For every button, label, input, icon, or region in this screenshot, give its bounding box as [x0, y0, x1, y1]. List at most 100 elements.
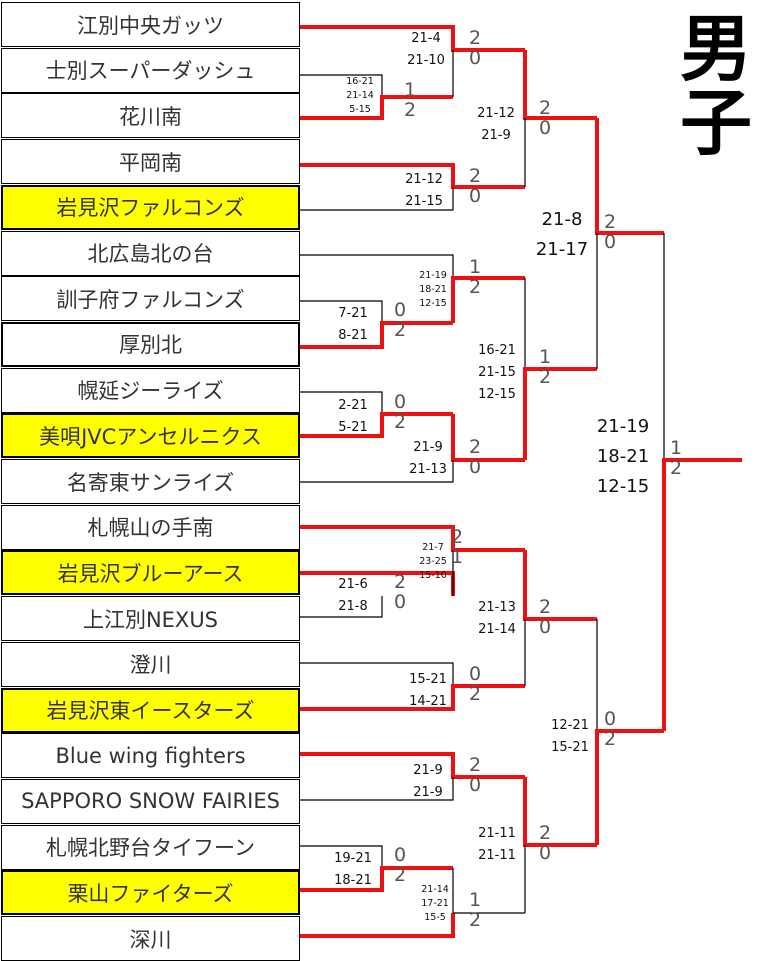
- set-score-r2f-2: 14-21: [409, 694, 447, 709]
- team-name-4: 平岡南: [1, 139, 300, 185]
- loser-path-9: [300, 845, 383, 868]
- set-wins-r2e-2: 1: [450, 546, 464, 568]
- set-wins-r2c-1: 1: [468, 256, 482, 278]
- loser-path-14: [300, 187, 454, 211]
- team-name-8: 厚別北: [1, 321, 300, 367]
- set-score-r1b-1: 7-21: [338, 306, 368, 321]
- set-wins-final-2: 2: [669, 457, 683, 479]
- set-score-r3b-3: 12-15: [478, 387, 516, 402]
- set-wins-r1e-2: 2: [393, 864, 407, 886]
- winner-path-13: [300, 163, 525, 189]
- set-wins-r3d-2: 0: [538, 842, 552, 864]
- set-score-r3b-1: 16-21: [478, 343, 516, 358]
- set-score-r3a-2: 21-9: [481, 128, 511, 143]
- set-score-r1e-2: 18-21: [334, 873, 372, 888]
- set-wins-r2f-2: 2: [468, 683, 482, 705]
- set-wins-r3a-1: 2: [538, 97, 552, 119]
- set-wins-r2b-2: 0: [468, 185, 482, 207]
- team-name-18: SAPPORO SNOW FAIRIES: [1, 778, 300, 824]
- set-wins-r1e-1: 0: [393, 844, 407, 866]
- team-name-14: 上江別NEXUS: [1, 596, 300, 642]
- set-wins-sfb-2: 2: [603, 728, 617, 750]
- set-wins-r3c-1: 2: [538, 596, 552, 618]
- set-wins-r1d-2: 0: [393, 591, 407, 613]
- set-score-r2d-2: 21-13: [409, 462, 447, 477]
- winner-path-6: [300, 412, 453, 438]
- set-score-r3d-2: 21-11: [478, 848, 516, 863]
- set-score-sfa-1: 21-8: [541, 209, 583, 230]
- team-name-11: 名寄東サンライズ: [1, 459, 300, 504]
- set-wins-r2b-1: 2: [468, 165, 482, 187]
- loser-path-15: [300, 254, 454, 278]
- team-name-13: 岩見沢ブルーアース: [1, 550, 300, 596]
- set-score-final-3: 12-15: [596, 476, 650, 497]
- loser-path-18: [300, 460, 454, 483]
- set-wins-r2g-1: 2: [468, 754, 482, 776]
- set-score-r1c-1: 2-21: [338, 398, 368, 413]
- set-wins-r2f-1: 0: [468, 663, 482, 685]
- set-score-r2d-1: 21-9: [413, 440, 443, 455]
- set-score-r3a-1: 21-12: [477, 106, 515, 121]
- set-score-r1d-1: 21-6: [338, 577, 368, 592]
- set-score-final-1: 21-19: [596, 416, 650, 437]
- set-wins-r3b-2: 2: [538, 366, 552, 388]
- set-score-r2b-1: 21-12: [405, 172, 443, 187]
- set-score-r2h-2: 17-21: [421, 898, 449, 909]
- winner-path-4: [300, 321, 453, 349]
- set-score-r2e-2: 23-25: [419, 556, 447, 567]
- winner-path-17: [451, 414, 525, 462]
- set-wins-r1b-1: 0: [393, 299, 407, 321]
- set-wins-r1c-2: 2: [393, 411, 407, 433]
- winner-path-27: [523, 50, 597, 120]
- set-wins-r2e-1: 2: [450, 526, 464, 548]
- set-score-r1e-1: 19-21: [334, 851, 372, 866]
- loser-path-3: [300, 300, 383, 323]
- set-wins-r2h-2: 2: [468, 909, 482, 931]
- team-name-3: 花川南: [1, 93, 300, 139]
- set-score-r1c-2: 5-21: [338, 420, 368, 435]
- winner-path-30: [523, 367, 597, 460]
- loser-path-8: [300, 596, 383, 618]
- set-score-r2b-2: 21-15: [405, 194, 443, 209]
- winner-path-2: [300, 95, 453, 120]
- winner-path-40: [662, 458, 742, 731]
- winner-path-11: [300, 25, 525, 52]
- set-score-r2h-3: 15-5: [424, 912, 446, 923]
- loser-path-1: [300, 74, 383, 97]
- loser-path-26: [452, 868, 525, 914]
- set-score-r2c-2: 18-21: [419, 284, 447, 295]
- loser-path-21: [300, 662, 454, 686]
- winner-path-22: [300, 684, 525, 711]
- set-score-r3c-2: 21-14: [478, 622, 516, 637]
- set-wins-r2a-2: 0: [468, 47, 482, 69]
- team-name-17: Blue wing fighters: [1, 733, 300, 779]
- winner-path-16: [451, 276, 525, 323]
- set-wins-r2a-1: 2: [468, 27, 482, 49]
- set-score-r1a-1: 16-21: [346, 76, 374, 87]
- set-score-r2c-1: 21-19: [419, 270, 447, 281]
- bracket-title: 男子: [679, 7, 752, 165]
- set-score-r1a-2: 21-14: [346, 90, 374, 101]
- set-wins-r3d-1: 2: [538, 822, 552, 844]
- team-name-20: 栗山ファイターズ: [1, 870, 300, 916]
- set-wins-r2d-2: 0: [468, 456, 482, 478]
- set-score-sfa-2: 21-17: [535, 239, 589, 260]
- set-wins-r2c-2: 2: [468, 276, 482, 298]
- set-score-r2g-2: 21-9: [413, 785, 443, 800]
- set-score-r2a-1: 21-4: [411, 31, 441, 46]
- loser-path-24: [300, 777, 454, 801]
- set-wins-sfb-1: 0: [603, 708, 617, 730]
- set-score-r3b-2: 21-15: [478, 365, 516, 380]
- set-wins-r1d-1: 2: [393, 571, 407, 593]
- set-score-r3d-1: 21-11: [478, 826, 516, 841]
- set-wins-r1b-2: 2: [393, 319, 407, 341]
- winner-path-31: [523, 550, 597, 621]
- set-wins-r3b-1: 1: [538, 346, 552, 368]
- set-score-r2c-3: 12-15: [419, 298, 447, 309]
- team-name-12: 札幌山の手南: [1, 504, 300, 550]
- set-wins-sfa-2: 0: [603, 231, 617, 253]
- set-score-sfb-1: 12-21: [551, 718, 589, 733]
- set-wins-r1a-1: 1: [403, 79, 417, 101]
